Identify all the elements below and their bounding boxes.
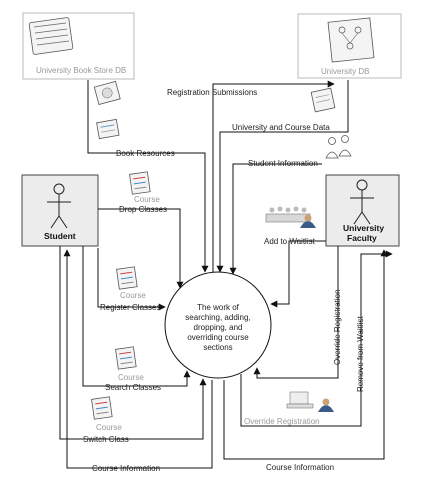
flow-override-registration-vertical <box>253 246 339 379</box>
label-student-information: Student Information <box>248 159 318 168</box>
label-course-information-right: Course Information <box>266 463 334 472</box>
label-course-information-left: Course Information <box>92 464 160 473</box>
people-icon <box>325 135 352 159</box>
process-line-4: overriding course <box>187 333 249 342</box>
class-list-icon-4 <box>91 396 113 420</box>
process-circle: The work of searching, adding, dropping,… <box>164 271 272 379</box>
university-document-icon <box>310 87 336 113</box>
flow-course-information-right <box>223 249 388 460</box>
label-search-classes: Search Classes <box>105 383 161 392</box>
cd-icon <box>93 80 121 105</box>
flow-register-classes <box>97 248 166 311</box>
flow-university-course-data <box>216 80 349 273</box>
book-store-db-label: University Book Store DB <box>36 66 126 75</box>
process-line-1: The work of <box>197 303 240 312</box>
label-registration-submissions: Registration Submissions <box>167 88 257 97</box>
class-list-icon <box>129 171 151 195</box>
label-register-classes: Register Classes <box>100 303 160 312</box>
flow-switch-class <box>59 246 207 440</box>
university-db-label: University DB <box>321 67 369 76</box>
course-tag-4: Course <box>96 423 122 432</box>
process-line-5: sections <box>203 343 232 352</box>
course-tag-2: Course <box>120 291 146 300</box>
flow-remove-from-waitlist <box>240 250 393 427</box>
flow-student-information <box>229 163 322 275</box>
label-university-course-data: University and Course Data <box>232 123 330 132</box>
process-line-3: dropping, and <box>194 323 243 332</box>
flow-book-resources <box>87 80 209 273</box>
stick-figure-icon <box>47 183 71 229</box>
label-override-registration: Override Registration <box>244 417 320 426</box>
flow-registration-submissions <box>212 80 335 272</box>
course-tag-1: Course <box>134 195 160 204</box>
computer-user-icon <box>286 391 334 412</box>
book-store-db-entity: University Book Store DB <box>22 12 135 80</box>
label-book-resources: Book Resources <box>116 149 175 158</box>
document-icon <box>96 118 120 140</box>
label-drop-classes: Drop Classes <box>119 205 167 214</box>
class-list-icon-3 <box>115 346 137 370</box>
label-add-to-waitlist: Add to Waitlist <box>264 237 316 246</box>
flow-search-classes <box>82 246 191 387</box>
student-entity: Student <box>21 174 99 247</box>
faculty-label-line1: University <box>343 223 384 233</box>
label-override-registration-vertical: Override Registration <box>333 289 342 365</box>
flow-course-information-left <box>63 249 213 469</box>
book-icon <box>28 17 74 55</box>
network-diagram-icon <box>327 17 375 63</box>
university-db-entity: University DB <box>297 13 402 79</box>
flow-add-to-waitlist <box>270 240 326 308</box>
label-switch-class: Switch Class <box>83 435 129 444</box>
flow-drop-classes <box>98 208 184 289</box>
label-remove-from-waitlist: Remove from Waitlist <box>356 316 365 392</box>
faculty-entity: University Faculty <box>325 174 400 247</box>
faculty-stick-figure-icon <box>350 179 374 225</box>
faculty-label-line2: Faculty <box>347 233 377 243</box>
student-label: Student <box>44 231 76 241</box>
class-list-icon-2 <box>116 266 138 290</box>
process-line-2: searching, adding, <box>185 313 250 322</box>
course-tag-3: Course <box>118 373 144 382</box>
classroom-icon <box>265 206 316 228</box>
